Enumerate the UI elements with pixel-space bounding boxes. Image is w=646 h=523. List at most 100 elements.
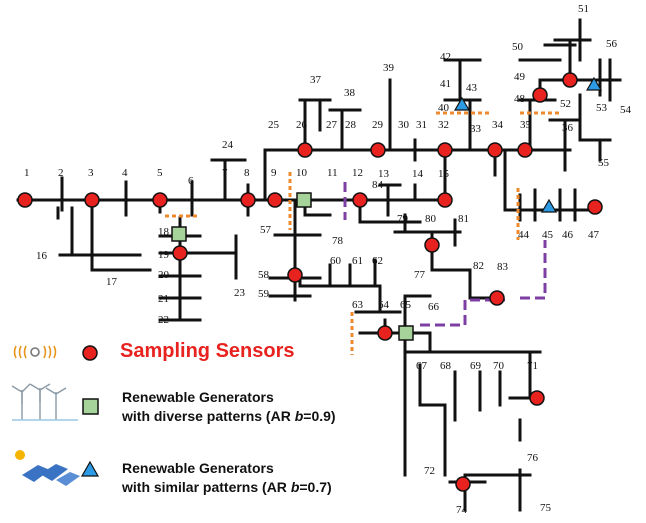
sensor-marker: [287, 267, 303, 283]
bus-label: 38: [344, 87, 356, 99]
bus-label: 68: [440, 360, 452, 372]
sensor-marker: [297, 142, 313, 158]
bus-label: 66: [428, 301, 440, 313]
bus-label: 78: [332, 235, 344, 247]
bus-label: 8: [244, 167, 250, 179]
legend-diverse-line2: with diverse patterns (AR b=0.9): [122, 408, 336, 424]
sensor-marker: [17, 192, 33, 208]
sensor-marker: [152, 192, 168, 208]
bus-label: 24: [222, 139, 234, 151]
bus-label: 10: [296, 167, 308, 179]
legend-similar-line2: with similar patterns (AR b=0.7): [122, 479, 332, 495]
bus-label: 18: [158, 226, 170, 238]
sensor-marker: [370, 142, 386, 158]
bus-label: 54: [620, 104, 632, 116]
bus-label: 67: [416, 360, 428, 372]
bus-label: 70: [493, 360, 505, 372]
bus-label: 2: [58, 167, 64, 179]
diverse-generator-marker: [171, 226, 187, 242]
legend-sensor-marker: [82, 345, 98, 361]
bus-label: 16: [36, 250, 48, 262]
bus-label: 7: [222, 167, 228, 179]
bus-label: 34: [492, 119, 504, 131]
similar-generator-marker: [453, 96, 471, 111]
bus-label: 45: [542, 229, 554, 241]
bus-label: 43: [466, 82, 478, 94]
bus-label: 55: [598, 157, 610, 169]
bus-label: 69: [470, 360, 482, 372]
bus-label: 1: [24, 167, 30, 179]
sensor-marker: [529, 390, 545, 406]
bus-label: 47: [588, 229, 600, 241]
bus-label: 76: [527, 452, 539, 464]
bus-label: 56: [606, 38, 618, 50]
bus-label: 14: [412, 168, 424, 180]
bus-label: 6: [188, 175, 194, 187]
bus-label: 4: [122, 167, 128, 179]
bus-label: 51: [578, 3, 589, 15]
similar-generator-marker: [540, 198, 558, 213]
sensor-marker: [437, 192, 453, 208]
bus-label: 49: [514, 71, 526, 83]
bus-label: 9: [271, 167, 277, 179]
sensor-marker: [352, 192, 368, 208]
bus-label: 82: [473, 260, 484, 272]
sensor-marker: [532, 87, 548, 103]
bus-label: 15: [438, 168, 450, 180]
sensor-marker: [377, 325, 393, 341]
bus-label: 84: [372, 179, 384, 191]
bus-label: 64: [378, 299, 390, 311]
diverse-generator-marker: [398, 325, 414, 341]
bus-label: 63: [352, 299, 364, 311]
legend-sensors-label: Sampling Sensors: [120, 340, 295, 362]
bus-label: 27: [326, 119, 338, 131]
bus-label: 37: [310, 74, 322, 86]
bus-label: 31: [416, 119, 427, 131]
bus-label: 28: [345, 119, 357, 131]
bus-label: 74: [456, 504, 468, 516]
bus-label: 58: [258, 269, 270, 281]
bus-label: 13: [378, 168, 390, 180]
bus-label: 41: [440, 78, 451, 90]
bus-label: 75: [540, 502, 552, 514]
bus-label: 71: [527, 360, 538, 372]
legend-similar-marker: [80, 460, 100, 477]
bus-label: 5: [157, 167, 163, 179]
sensor-marker: [562, 72, 578, 88]
sensor-marker: [587, 199, 603, 215]
bus-label: 79: [397, 213, 409, 225]
bus-label: 21: [158, 293, 169, 305]
sensor-marker: [267, 192, 283, 208]
legend-similar-line1: Renewable Generators: [122, 460, 274, 476]
bus-label: 46: [562, 229, 574, 241]
sampling-sensors: [17, 72, 603, 492]
legend-diverse-marker: [82, 398, 99, 415]
sensor-marker: [517, 142, 533, 158]
bus-label: 65: [400, 299, 412, 311]
sensor-marker: [455, 476, 471, 492]
bus-label: 25: [268, 119, 280, 131]
diverse-generators: [171, 192, 414, 341]
orange-boundaries: [165, 111, 560, 355]
bus-label: 72: [424, 465, 435, 477]
bus-label: 57: [260, 224, 272, 236]
bus-label: 35: [520, 119, 532, 131]
bus-label: 53: [596, 102, 608, 114]
bus-label: 80: [425, 213, 437, 225]
bus-label: 17: [106, 276, 118, 288]
bus-label: 77: [414, 269, 426, 281]
bus-label: 20: [158, 269, 170, 281]
bus-label: 11: [327, 167, 338, 179]
bus-label: 23: [234, 287, 246, 299]
bus-label: 36: [562, 122, 574, 134]
bus-label: 59: [258, 288, 270, 300]
bus-label: 22: [158, 314, 169, 326]
similar-generator-marker: [585, 76, 603, 91]
bus-label: 29: [372, 119, 384, 131]
bus-label: 42: [440, 51, 451, 63]
bus-label: 12: [352, 167, 363, 179]
sensor-marker: [240, 192, 256, 208]
similar-generators: [453, 76, 603, 213]
bus-label: 83: [497, 261, 509, 273]
